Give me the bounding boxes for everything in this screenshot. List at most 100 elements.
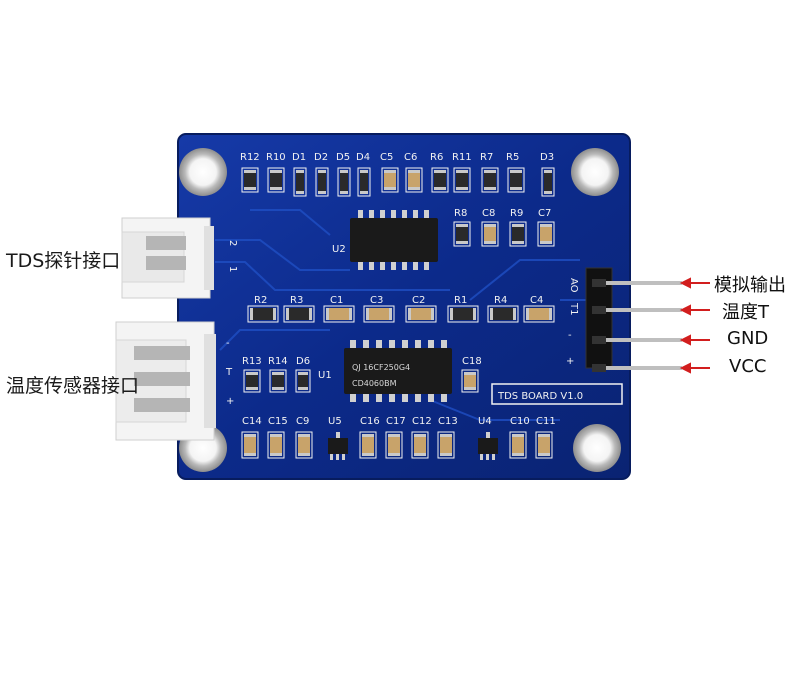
chip-u1: QJ 16CF250G4 CD4060BM — [344, 340, 452, 402]
label-c13: C13 — [438, 416, 458, 427]
label-c18: C18 — [462, 356, 482, 367]
annotation-gnd: GND — [727, 328, 769, 349]
silkscreen-row-2: R8 C8 R9 C7 — [454, 208, 551, 219]
part-d1 — [293, 167, 307, 197]
header-label-ao: AO — [568, 278, 579, 293]
header-label-minus: - — [568, 330, 572, 341]
chip-u2: U2 — [332, 210, 438, 270]
label-r4: R4 — [494, 295, 507, 306]
label-d2: D2 — [314, 152, 328, 163]
part-c17 — [385, 431, 403, 459]
annotation-temperature-t: 温度T — [722, 302, 769, 323]
part-d2 — [315, 167, 329, 197]
label-r14: R14 — [268, 356, 288, 367]
annotation-temp-sensor-port: 温度传感器接口 — [6, 375, 140, 397]
part-d3 — [541, 167, 555, 197]
probe-pin-2: 2 — [227, 240, 238, 246]
label-d4: D4 — [356, 152, 370, 163]
label-c14: C14 — [242, 416, 262, 427]
part-c2 — [405, 305, 437, 323]
label-c7: C7 — [538, 208, 551, 219]
part-c13 — [437, 431, 455, 459]
label-r5: R5 — [506, 152, 519, 163]
label-r13: R13 — [242, 356, 262, 367]
label-c6: C6 — [404, 152, 417, 163]
part-r14 — [269, 369, 287, 393]
label-r11: R11 — [452, 152, 472, 163]
label-c1: C1 — [330, 295, 343, 306]
label-u5: U5 — [328, 416, 342, 427]
pcb-board — [177, 133, 631, 480]
label-r8: R8 — [454, 208, 467, 219]
label-u4: U4 — [478, 416, 492, 427]
part-r3 — [283, 305, 315, 323]
board-title: TDS BOARD V1.0 — [497, 391, 583, 402]
part-c8 — [481, 221, 499, 247]
u1-marking-1: QJ 16CF250G4 — [352, 363, 410, 372]
part-c6 — [405, 167, 423, 193]
component-row-4 — [243, 369, 479, 393]
part-c12 — [411, 431, 429, 459]
u2-label: U2 — [332, 244, 346, 255]
component-row-1 — [241, 167, 555, 197]
temp-pin-t: T — [225, 367, 233, 378]
label-c3: C3 — [370, 295, 383, 306]
part-c18 — [461, 369, 479, 393]
part-c11 — [535, 431, 553, 459]
temp-pin-plus: + — [226, 396, 234, 407]
part-d5 — [337, 167, 351, 197]
part-u5 — [328, 432, 348, 460]
part-r2 — [247, 305, 279, 323]
part-r7 — [481, 167, 499, 193]
label-r7: R7 — [480, 152, 493, 163]
label-r12: R12 — [240, 152, 260, 163]
component-row-2 — [453, 221, 555, 247]
part-r5 — [507, 167, 525, 193]
label-c9: C9 — [296, 416, 309, 427]
label-c12: C12 — [412, 416, 432, 427]
part-c7 — [537, 221, 555, 247]
label-c11: C11 — [536, 416, 556, 427]
annotation-lines — [679, 277, 710, 374]
label-c17: C17 — [386, 416, 406, 427]
part-r13 — [243, 369, 261, 393]
label-r10: R10 — [266, 152, 286, 163]
label-d3: D3 — [540, 152, 554, 163]
label-r9: R9 — [510, 208, 523, 219]
part-c3 — [363, 305, 395, 323]
annotation-vcc: VCC — [729, 356, 767, 377]
annotation-analog-output: 模拟输出 — [714, 275, 786, 296]
part-c14 — [241, 431, 259, 459]
component-row-5 — [241, 431, 553, 460]
part-r9 — [509, 221, 527, 247]
pcb-traces — [215, 209, 590, 421]
probe-connector: 2 1 — [121, 217, 238, 299]
label-c10: C10 — [510, 416, 530, 427]
part-c9 — [295, 431, 313, 459]
part-c4 — [523, 305, 555, 323]
label-d6: D6 — [296, 356, 310, 367]
temp-sensor-connector: - T + — [115, 321, 234, 441]
header-label-plus: + — [566, 356, 574, 367]
component-row-3 — [247, 305, 555, 323]
part-c10 — [509, 431, 527, 459]
board-title-box: TDS BOARD V1.0 — [491, 383, 623, 405]
label-c4: C4 — [530, 295, 543, 306]
label-c8: C8 — [482, 208, 495, 219]
part-d4 — [357, 167, 371, 197]
label-r6: R6 — [430, 152, 443, 163]
part-u4 — [478, 432, 498, 460]
part-r11 — [453, 167, 471, 193]
part-c16 — [359, 431, 377, 459]
probe-pin-1: 1 — [227, 266, 238, 272]
part-c15 — [267, 431, 285, 459]
label-c16: C16 — [360, 416, 380, 427]
part-r4 — [487, 305, 519, 323]
label-r1: R1 — [454, 295, 467, 306]
part-r6 — [431, 167, 449, 193]
